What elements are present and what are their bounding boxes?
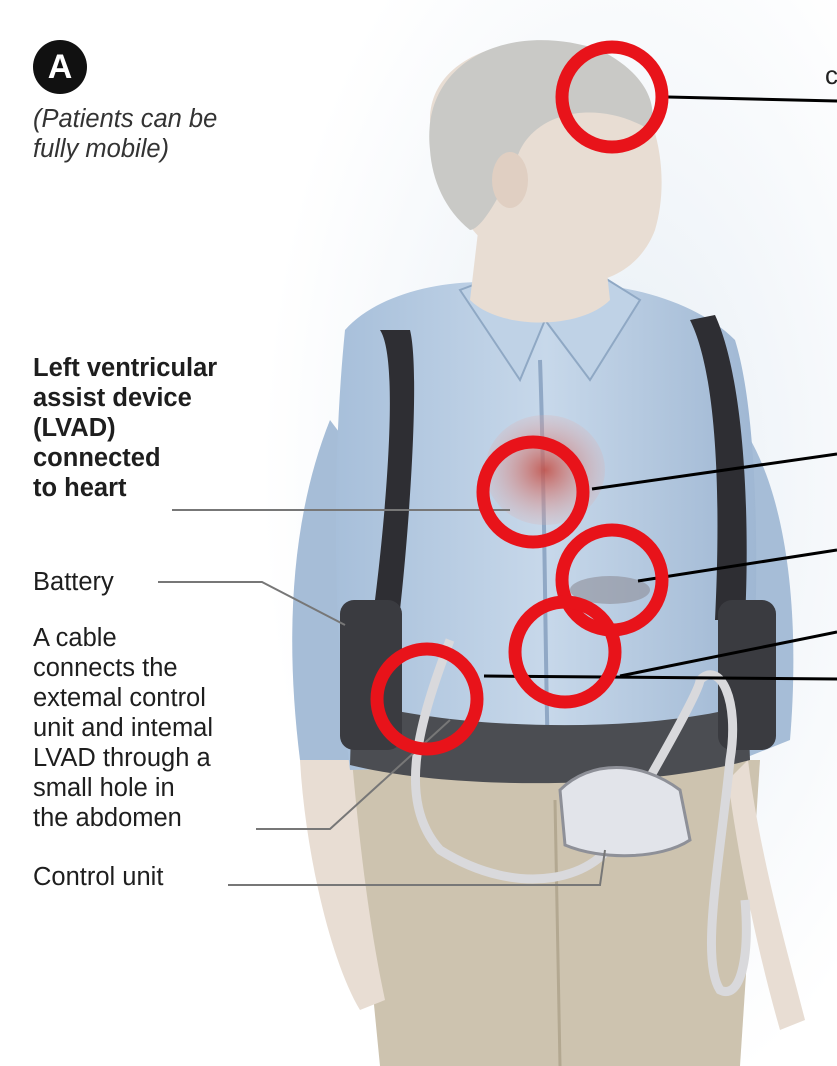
battery-pack-left <box>718 600 776 750</box>
control-unit-label: Control unit <box>33 862 163 892</box>
mobility-note: (Patients can be fully mobile) <box>33 104 217 164</box>
cut-off-label: c <box>825 60 837 91</box>
lvad-label: Left ventricular assist device (LVAD) co… <box>33 353 217 503</box>
battery-label: Battery <box>33 567 114 597</box>
panel-badge: A <box>33 40 87 94</box>
ear <box>492 152 528 208</box>
cable-label: A cable connects the extemal control uni… <box>33 623 213 833</box>
